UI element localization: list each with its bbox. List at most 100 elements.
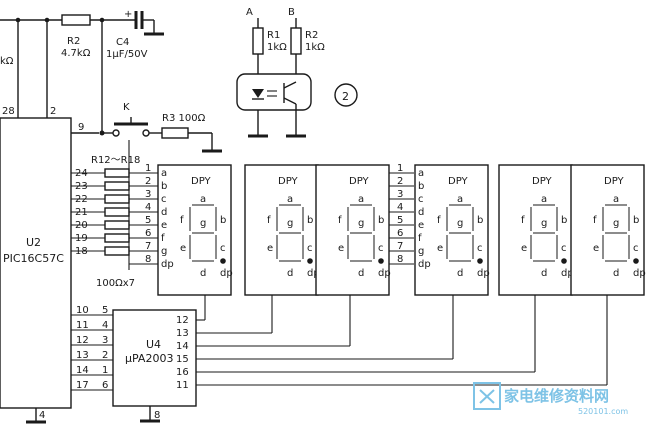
segment-a-label: a bbox=[358, 194, 364, 205]
segment-resistor bbox=[104, 207, 130, 217]
display-title: DPY bbox=[191, 176, 212, 187]
segment-pin-letter: a bbox=[418, 168, 424, 179]
segment-pin-letter: c bbox=[418, 194, 424, 205]
opto-a-label: A bbox=[246, 7, 253, 18]
resistor-group-label: R12～R18 bbox=[91, 155, 140, 166]
segment-pin-letter: d bbox=[418, 207, 424, 218]
segment-resistor bbox=[104, 246, 130, 256]
dp-label: dp bbox=[561, 268, 574, 279]
segment-pin-letter: a bbox=[161, 168, 167, 179]
segment-index: 4 bbox=[397, 202, 403, 213]
top-rail bbox=[0, 11, 164, 133]
segment-a-label: a bbox=[541, 194, 547, 205]
segment-b-label: b bbox=[633, 215, 639, 226]
segment-index: 1 bbox=[145, 163, 151, 174]
u4-output-pin: 11 bbox=[176, 380, 189, 391]
segment-pin-letter: d bbox=[161, 207, 167, 218]
decimal-point-icon bbox=[220, 258, 226, 264]
c4-polarity: + bbox=[124, 9, 132, 20]
segment-e-label: e bbox=[437, 243, 443, 254]
segment-e-label: e bbox=[593, 243, 599, 254]
segment-index: 5 bbox=[145, 215, 151, 226]
segment-a-label: a bbox=[200, 194, 206, 205]
segment-f-label: f bbox=[593, 215, 597, 226]
watermark-logo bbox=[473, 382, 501, 410]
segment-pin-letter: dp bbox=[418, 259, 431, 270]
r2-right-value: 1kΩ bbox=[305, 42, 325, 53]
segment-c-label: c bbox=[378, 243, 384, 254]
u4-input-pin: 5 bbox=[102, 305, 108, 316]
r2-top-value: 4.7kΩ bbox=[61, 48, 91, 59]
segment-index: 7 bbox=[145, 241, 151, 252]
r1-label: R1 bbox=[267, 30, 280, 41]
segment-index: 5 bbox=[397, 215, 403, 226]
c4-value: 1μF/50V bbox=[106, 49, 148, 60]
left-cut-label: kΩ bbox=[0, 56, 14, 67]
led-icon bbox=[252, 89, 264, 98]
segment-index: 3 bbox=[145, 189, 151, 200]
u4-output-pin: 12 bbox=[176, 315, 189, 326]
segment-pin-letter: e bbox=[418, 220, 424, 231]
display-title: DPY bbox=[278, 176, 299, 187]
c4-label: C4 bbox=[116, 37, 129, 48]
segment-g-label: g bbox=[613, 218, 619, 229]
dp-label: dp bbox=[477, 268, 490, 279]
u2-part: PIC16C57C bbox=[3, 252, 64, 265]
display-title: DPY bbox=[448, 176, 469, 187]
opto-b-label: B bbox=[288, 7, 295, 18]
segment-b-label: b bbox=[378, 215, 384, 226]
segment-c-label: c bbox=[633, 243, 639, 254]
u2-driver-pin: 11 bbox=[76, 320, 89, 331]
segment-pin-letter: dp bbox=[161, 259, 174, 270]
segment-index: 2 bbox=[145, 176, 151, 187]
dp-label: dp bbox=[633, 268, 646, 279]
display-6: DPY a b c d e f g dp bbox=[570, 164, 646, 296]
segment-b-label: b bbox=[561, 215, 567, 226]
u4-input-pin: 2 bbox=[102, 350, 108, 361]
segment-pin-letter: g bbox=[161, 246, 167, 257]
segment-index: 8 bbox=[397, 254, 403, 265]
segment-e-label: e bbox=[521, 243, 527, 254]
resistor-r1 bbox=[252, 27, 264, 55]
segment-c-label: c bbox=[477, 243, 483, 254]
segment-c-label: c bbox=[561, 243, 567, 254]
u4-input-pin: 3 bbox=[102, 335, 108, 346]
u4-output-pin: 13 bbox=[176, 328, 189, 339]
display-title: DPY bbox=[349, 176, 370, 187]
u4-driver bbox=[112, 309, 197, 407]
resistor-r2-right bbox=[290, 27, 302, 55]
segment-a-label: a bbox=[613, 194, 619, 205]
u2-driver-pin: 12 bbox=[76, 335, 89, 346]
segment-c-label: c bbox=[307, 243, 313, 254]
segment-f-label: f bbox=[521, 215, 525, 226]
u4-input-pin: 6 bbox=[102, 380, 108, 391]
dp-label: dp bbox=[378, 268, 391, 279]
decimal-point-icon bbox=[561, 258, 567, 264]
decimal-point-icon bbox=[633, 258, 639, 264]
r2-right-label: R2 bbox=[305, 30, 318, 41]
segment-e-label: e bbox=[180, 243, 186, 254]
resistor-array-label: 100Ωx7 bbox=[96, 278, 135, 289]
u4-label: U4 bbox=[146, 338, 161, 351]
display-title: DPY bbox=[604, 176, 625, 187]
segment-pin-letter: f bbox=[418, 233, 422, 244]
resistor-r2-top bbox=[61, 14, 91, 26]
segment-index: 6 bbox=[397, 228, 403, 239]
display-title: DPY bbox=[532, 176, 553, 187]
segment-b-label: b bbox=[477, 215, 483, 226]
segment-g-label: g bbox=[200, 218, 206, 229]
u2-pin-4: 4 bbox=[39, 410, 45, 421]
resistor-r3 bbox=[161, 127, 189, 139]
segment-d-label: d bbox=[613, 268, 619, 279]
dp-label: dp bbox=[220, 268, 233, 279]
r3-label: R3 100Ω bbox=[162, 113, 206, 124]
dp-label: dp bbox=[307, 268, 320, 279]
segment-resistor bbox=[104, 233, 130, 243]
u4-input-pin: 4 bbox=[102, 320, 108, 331]
